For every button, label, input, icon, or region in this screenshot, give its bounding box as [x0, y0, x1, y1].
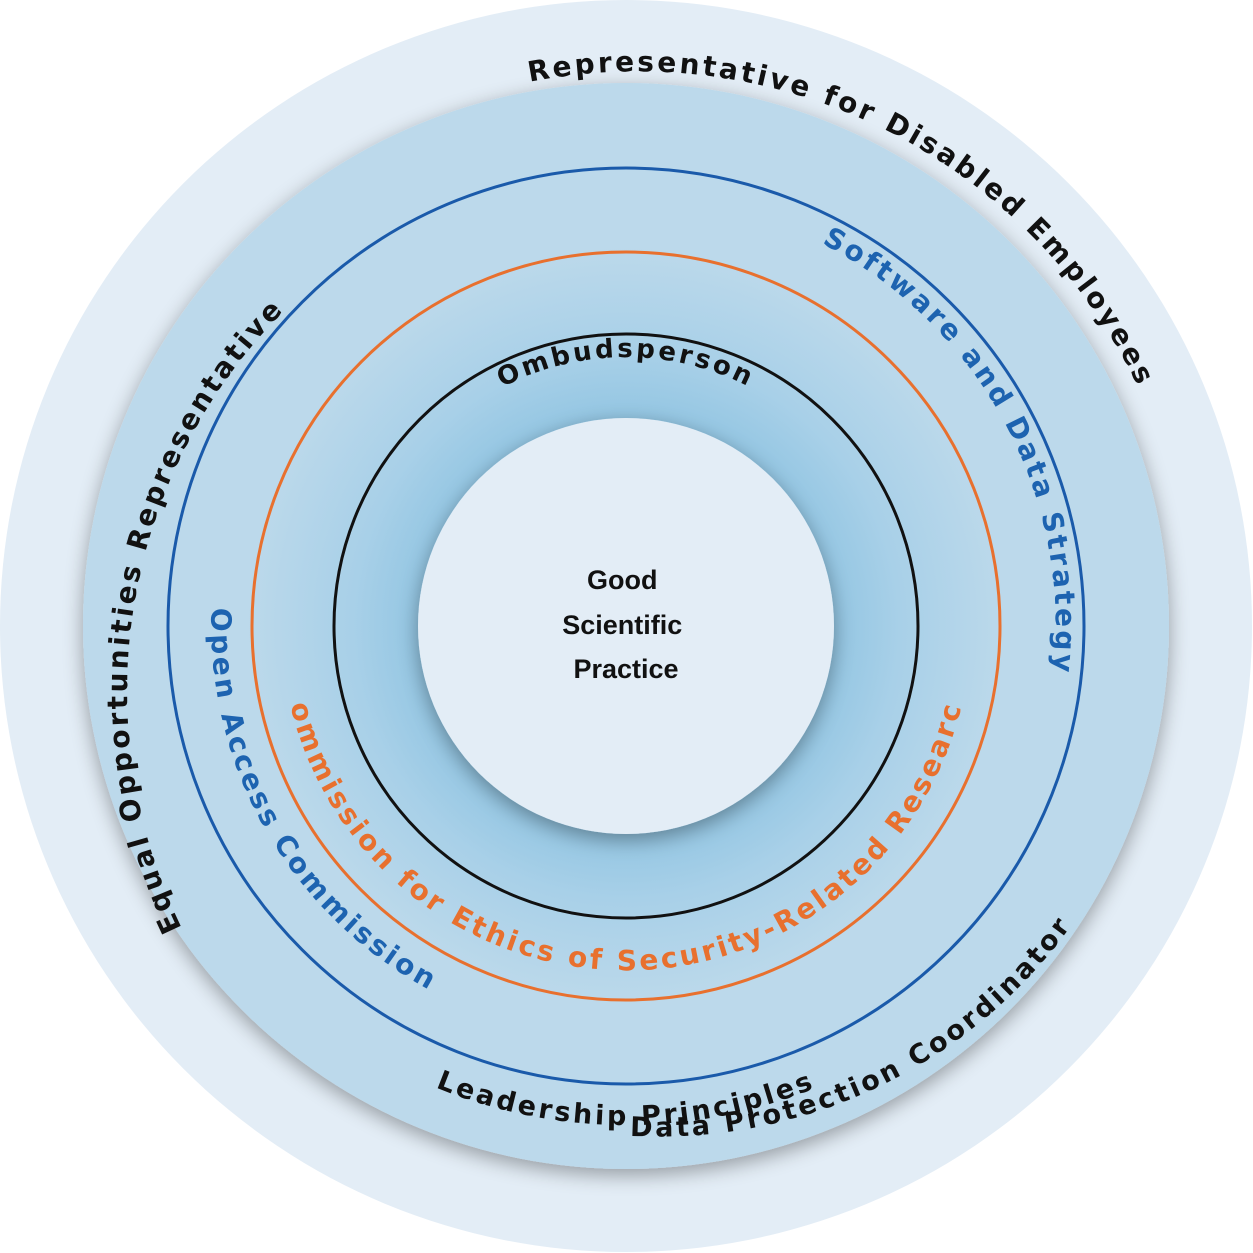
- center-line-1: Good: [587, 565, 657, 595]
- black-ring: [332, 332, 920, 920]
- blue-ring: [166, 166, 1086, 1086]
- center-disc: [418, 418, 834, 834]
- center-title: Good Scientific Practice: [562, 565, 690, 684]
- center-line-2: Scientific: [562, 610, 682, 640]
- center-line-3: Practice: [573, 654, 678, 684]
- orange-ring: [250, 250, 1002, 1002]
